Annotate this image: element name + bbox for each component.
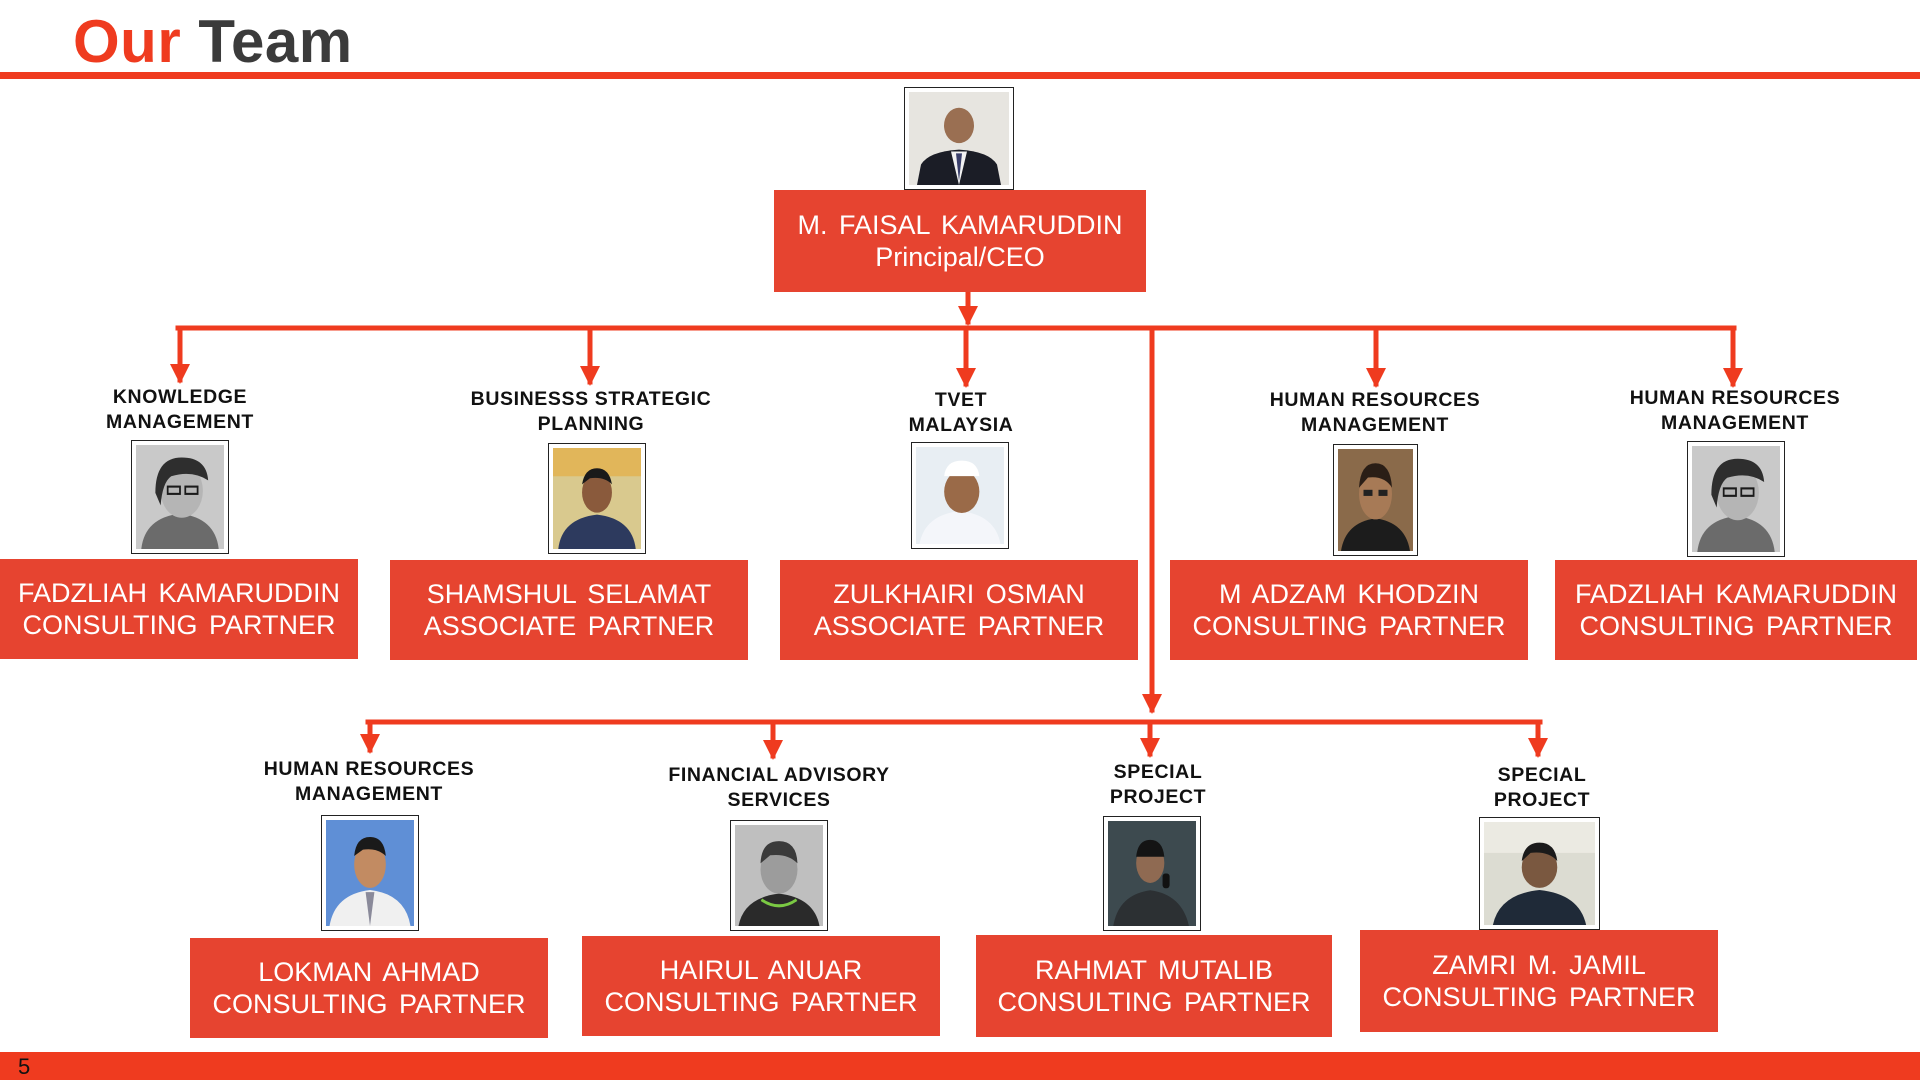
member-role: ASSOCIATE PARTNER — [813, 611, 1105, 641]
member-role: ASSOCIATE PARTNER — [423, 611, 715, 641]
member-box-zulkhairi: ZULKHAIRI OSMAN ASSOCIATE PARTNER — [780, 560, 1138, 660]
member-photo-fadzliah-km — [131, 440, 229, 554]
member-role: CONSULTING PARTNER — [212, 989, 526, 1019]
person-portrait-icon — [735, 825, 823, 926]
person-portrait-icon — [909, 92, 1009, 185]
member-box-hairul: HAIRUL ANUAR CONSULTING PARTNER — [582, 936, 940, 1036]
member-photo-rahmat — [1103, 816, 1201, 931]
member-box-shamshul: SHAMSHUL SELAMAT ASSOCIATE PARTNER — [390, 560, 748, 660]
page-number: 5 — [18, 1054, 31, 1079]
member-box-adzam: M ADZAM KHODZIN CONSULTING PARTNER — [1170, 560, 1528, 660]
title-word-our: Our — [73, 8, 182, 75]
page-title: Our Team — [73, 4, 353, 80]
member-photo-lokman — [321, 815, 419, 931]
member-name: RAHMAT MUTALIB — [1034, 955, 1274, 985]
member-role: CONSULTING PARTNER — [1192, 611, 1506, 641]
member-name: ZULKHAIRI OSMAN — [833, 579, 1085, 609]
member-name: M ADZAM KHODZIN — [1218, 579, 1479, 609]
person-portrait-icon — [1108, 821, 1196, 926]
person-portrait-icon — [136, 445, 224, 549]
member-box-zamri: ZAMRI M. JAMIL CONSULTING PARTNER — [1360, 930, 1718, 1032]
member-photo-zulkhairi — [911, 442, 1009, 549]
member-box-lokman: LOKMAN AHMAD CONSULTING PARTNER — [190, 938, 548, 1038]
member-box-fadzliah-km: FADZLIAH KAMARUDDIN CONSULTING PARTNER — [0, 559, 358, 659]
member-photo-hairul — [730, 820, 828, 931]
member-box-rahmat: RAHMAT MUTALIB CONSULTING PARTNER — [976, 935, 1332, 1037]
member-name: HAIRUL ANUAR — [659, 955, 863, 985]
person-portrait-icon — [1484, 822, 1595, 925]
member-box-fadzliah-hrm: FADZLIAH KAMARUDDIN CONSULTING PARTNER — [1555, 560, 1917, 660]
ceo-name: M. FAISAL KAMARUDDIN — [797, 210, 1123, 240]
header-rule — [0, 72, 1920, 79]
person-portrait-icon — [1338, 449, 1413, 551]
member-photo-zamri — [1479, 817, 1600, 930]
member-name: LOKMAN AHMAD — [258, 957, 480, 987]
member-photo-fadzliah-hrm — [1687, 441, 1785, 557]
member-photo-shamshul — [548, 443, 646, 554]
ceo-photo — [904, 87, 1014, 190]
member-name: FADZLIAH KAMARUDDIN — [1574, 579, 1898, 609]
ceo-role: Principal/CEO — [875, 242, 1045, 272]
footer-bar — [0, 1052, 1920, 1080]
member-name: ZAMRI M. JAMIL — [1432, 950, 1646, 980]
member-role: CONSULTING PARTNER — [1382, 982, 1696, 1012]
person-portrait-icon — [326, 820, 414, 926]
member-name: FADZLIAH KAMARUDDIN — [17, 578, 341, 608]
member-role: CONSULTING PARTNER — [1579, 611, 1893, 641]
title-word-team: Team — [198, 8, 353, 75]
member-name: SHAMSHUL SELAMAT — [426, 579, 712, 609]
member-role: CONSULTING PARTNER — [604, 987, 918, 1017]
person-portrait-icon — [1692, 446, 1780, 552]
ceo-box: M. FAISAL KAMARUDDIN Principal/CEO — [774, 190, 1146, 292]
member-photo-adzam — [1333, 444, 1418, 556]
member-role: CONSULTING PARTNER — [22, 610, 336, 640]
person-portrait-icon — [553, 448, 641, 549]
person-portrait-icon — [916, 447, 1004, 544]
member-role: CONSULTING PARTNER — [997, 987, 1311, 1017]
